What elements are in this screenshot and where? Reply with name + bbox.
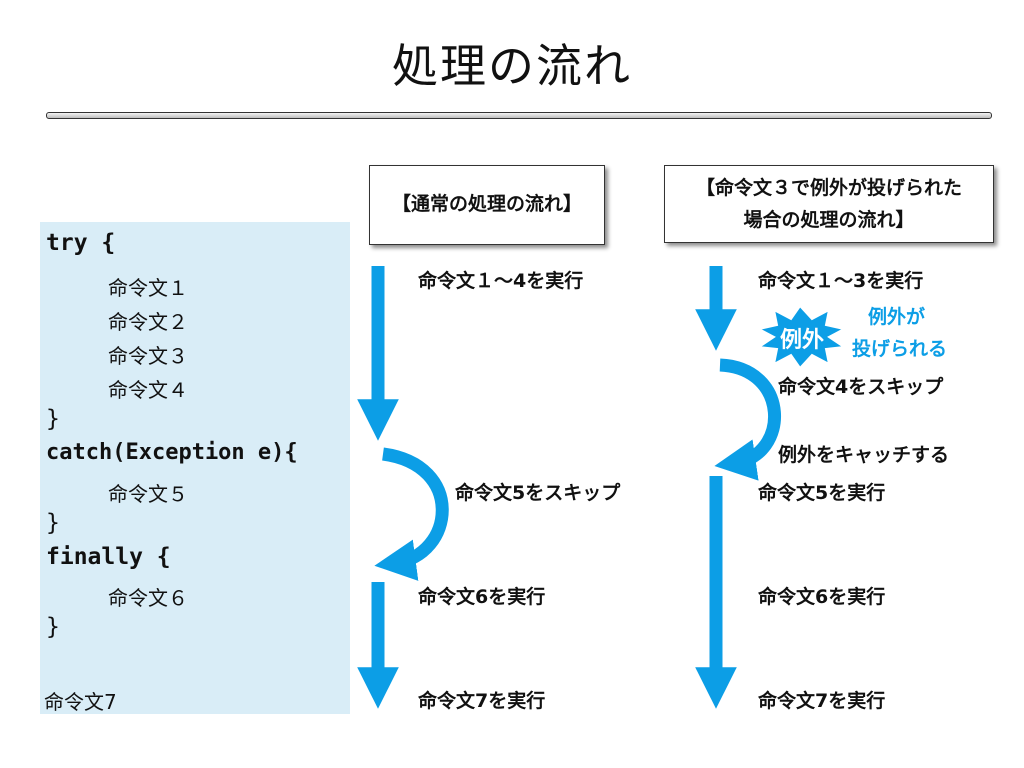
code-panel	[40, 222, 350, 714]
exception-burst-icon	[756, 304, 847, 370]
normal-step-4: 命令文7を実行	[418, 690, 546, 712]
code-catch-open: catch(Exception e){	[46, 440, 298, 465]
code-stmt-5: 命令文５	[108, 482, 188, 506]
code-stmt-3: 命令文３	[108, 344, 188, 368]
title-divider	[46, 112, 992, 119]
normal-step-2: 命令文5をスキップ	[455, 482, 621, 504]
code-stmt-6: 命令文６	[108, 586, 188, 610]
code-close-try: }	[46, 406, 60, 432]
code-close-finally: }	[46, 614, 60, 640]
code-stmt-2: 命令文２	[108, 310, 188, 334]
exception-step-1: 命令文１～3を実行	[758, 270, 924, 292]
exception-step-6: 命令文7を実行	[758, 690, 886, 712]
code-stmt-1: 命令文１	[108, 276, 188, 300]
exception-thrown-note-1: 例外が	[868, 306, 926, 328]
code-finally-open: finally {	[46, 544, 171, 570]
normal-arrow-skip-5	[374, 447, 449, 581]
normal-step-1: 命令文１～4を実行	[418, 270, 584, 292]
exception-step-5: 命令文6を実行	[758, 586, 886, 608]
page-title: 処理の流れ	[392, 39, 632, 93]
exception-step-4: 命令文5を実行	[758, 482, 886, 504]
normal-flow-header: 【通常の処理の流れ】	[369, 165, 605, 245]
exception-step-3: 例外をキャッチする	[778, 444, 950, 466]
code-try-open: try {	[46, 230, 116, 256]
exception-step-2: 命令文4をスキップ	[778, 376, 944, 398]
normal-step-3: 命令文6を実行	[418, 586, 546, 608]
exception-thrown-note-2: 投げられる	[852, 338, 948, 360]
exception-flow-header: 【命令文３で例外が投げられた 場合の処理の流れ】	[664, 165, 994, 243]
exception-burst-label: 例外	[780, 328, 825, 353]
exception-arrow-jump-to-catch	[714, 358, 782, 481]
code-close-catch: }	[46, 510, 60, 536]
code-stmt-7: 命令文7	[44, 690, 117, 714]
code-stmt-4: 命令文４	[108, 378, 188, 402]
